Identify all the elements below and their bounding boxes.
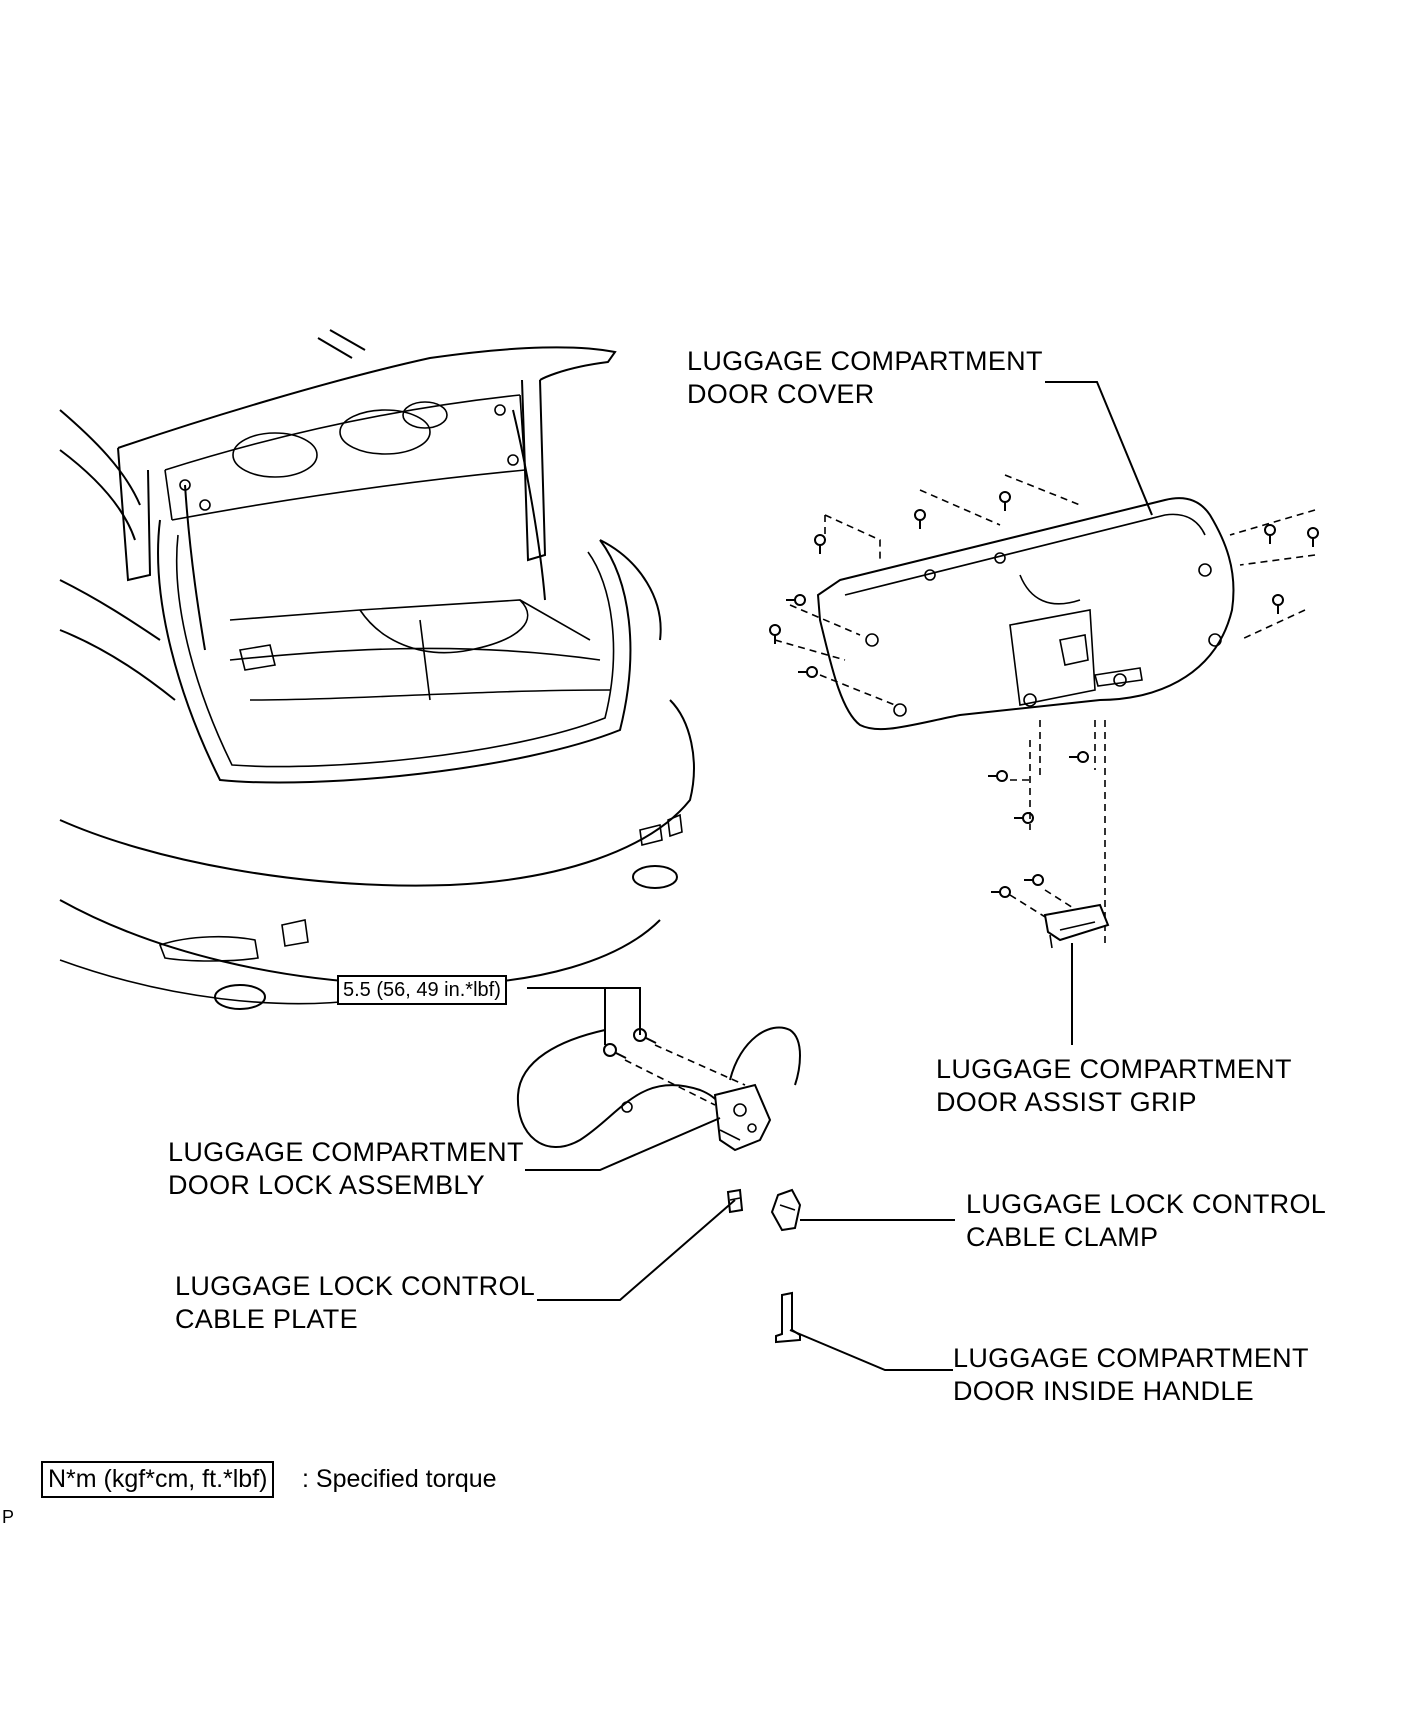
label-inside-handle: LUGGAGE COMPARTMENT DOOR INSIDE HANDLE bbox=[953, 1342, 1309, 1408]
label-cable-plate-line-1: LUGGAGE LOCK CONTROL bbox=[175, 1271, 536, 1301]
legend-torque-unit-box: N*m (kgf*cm, ft.*lbf) bbox=[41, 1461, 275, 1498]
label-cable-clamp-line-2: CABLE CLAMP bbox=[966, 1222, 1159, 1252]
label-assist-grip-line-2: DOOR ASSIST GRIP bbox=[936, 1087, 1197, 1117]
lock-assembly-illustration bbox=[516, 1026, 801, 1152]
torque-spec-lock-bolts: 5.5 (56, 49 in.*lbf) bbox=[337, 975, 507, 1005]
label-lock-assembly-line-1: LUGGAGE COMPARTMENT bbox=[168, 1137, 524, 1167]
reference-code: P bbox=[2, 1507, 15, 1527]
door-cover-illustration bbox=[816, 497, 1235, 731]
label-assist-grip-line-1: LUGGAGE COMPARTMENT bbox=[936, 1054, 1292, 1084]
label-door-cover-line-2: DOOR COVER bbox=[687, 379, 875, 409]
label-inside-handle-line-2: DOOR INSIDE HANDLE bbox=[953, 1376, 1254, 1406]
assist-grip-illustration bbox=[1043, 903, 1110, 949]
cover-assembly-lines bbox=[774, 474, 1316, 945]
label-door-cover: LUGGAGE COMPARTMENT DOOR COVER bbox=[687, 345, 1043, 411]
inside-handle-illustration bbox=[775, 1291, 801, 1344]
label-cable-clamp: LUGGAGE LOCK CONTROL CABLE CLAMP bbox=[966, 1188, 1326, 1254]
label-lock-assembly-line-2: DOOR LOCK ASSEMBLY bbox=[168, 1170, 485, 1200]
label-door-cover-line-1: LUGGAGE COMPARTMENT bbox=[687, 346, 1043, 376]
leader-lines bbox=[525, 381, 1153, 1371]
label-cable-plate-line-2: CABLE PLATE bbox=[175, 1304, 358, 1334]
cable-clamp-illustration bbox=[770, 1188, 802, 1232]
door-cover-screws bbox=[769, 491, 1319, 898]
label-cable-plate: LUGGAGE LOCK CONTROL CABLE PLATE bbox=[175, 1270, 535, 1336]
label-assist-grip: LUGGAGE COMPARTMENT DOOR ASSIST GRIP bbox=[936, 1053, 1292, 1119]
label-cable-clamp-line-1: LUGGAGE LOCK CONTROL bbox=[966, 1189, 1327, 1219]
label-inside-handle-line-1: LUGGAGE COMPARTMENT bbox=[953, 1343, 1309, 1373]
legend-description: : Specified torque bbox=[302, 1465, 497, 1493]
vehicle-rear-illustration bbox=[59, 329, 695, 1010]
label-lock-assembly: LUGGAGE COMPARTMENT DOOR LOCK ASSEMBLY bbox=[168, 1136, 524, 1202]
